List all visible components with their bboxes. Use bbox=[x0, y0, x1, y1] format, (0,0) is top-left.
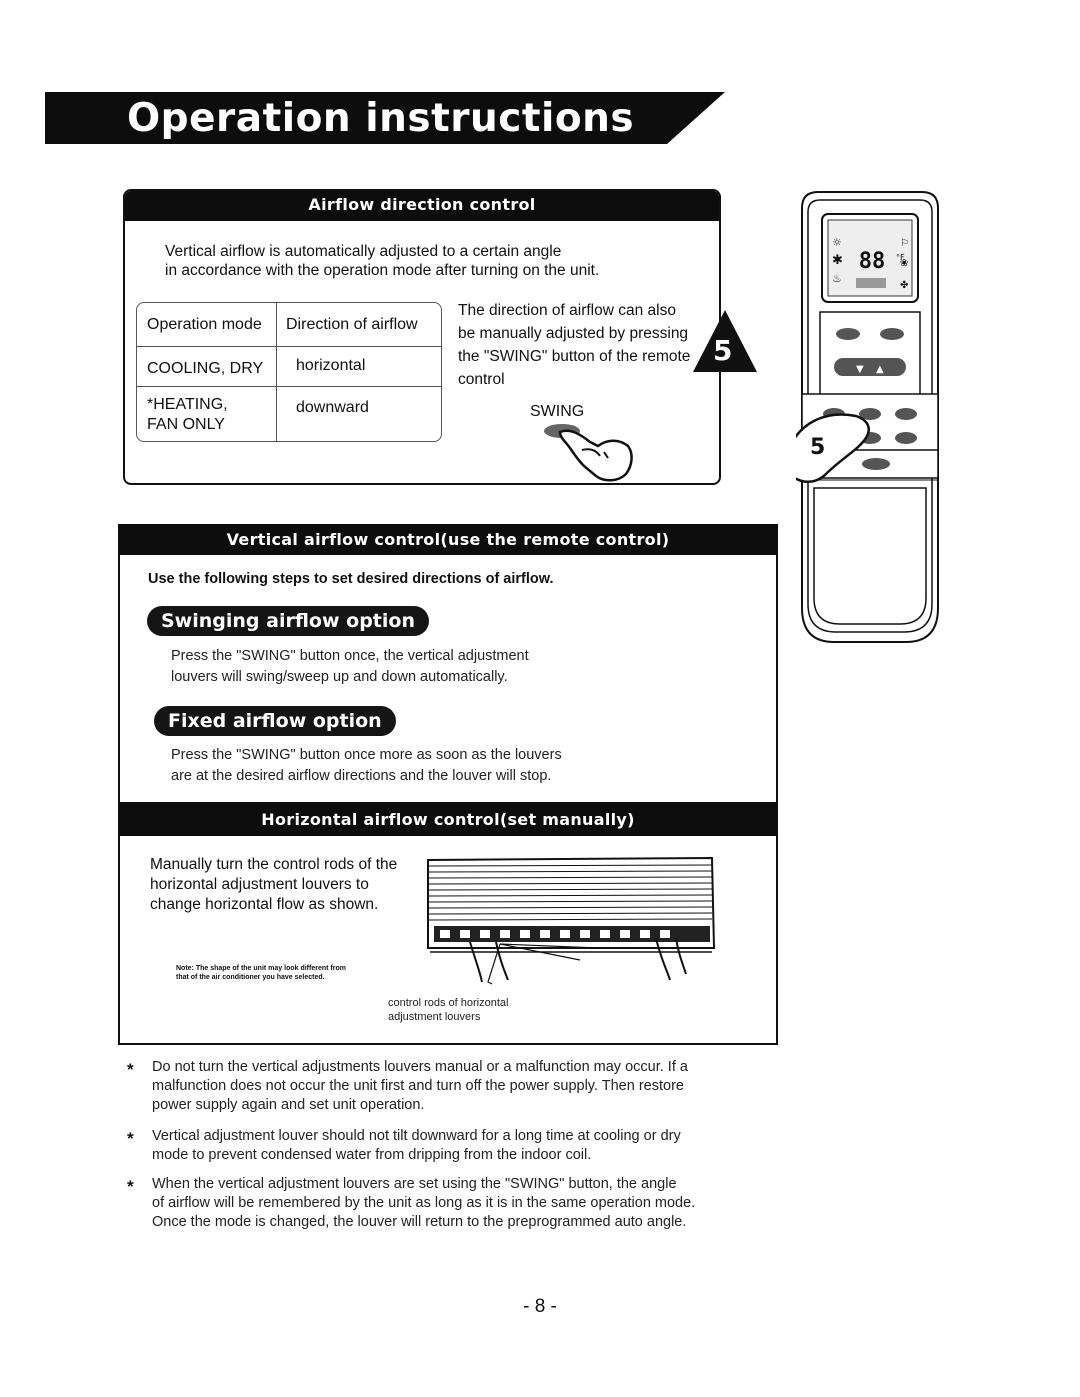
table-cell-direction: horizontal bbox=[296, 357, 366, 374]
table-divider bbox=[276, 302, 277, 442]
horizontal-control-header-bar bbox=[118, 802, 778, 836]
table-cell-direction: downward bbox=[296, 399, 369, 416]
step-triangle-icon bbox=[693, 310, 757, 372]
manual-adjust-note: The direction of airflow can also be man… bbox=[458, 302, 691, 388]
svg-text:▼: ▼ bbox=[856, 364, 864, 375]
horizontal-control-text: Manually turn the control rods of the ho… bbox=[150, 856, 398, 913]
page-number: - 8 - bbox=[523, 1296, 557, 1317]
remote-display-digits: 88 bbox=[859, 249, 886, 274]
svg-text:♨: ♨ bbox=[832, 272, 842, 285]
svg-text:☼: ☼ bbox=[832, 236, 842, 249]
svg-text:⚐: ⚐ bbox=[900, 238, 909, 249]
swinging-option-text: Press the "SWING" button once, the verti… bbox=[171, 648, 529, 685]
unit-shape-note: Note: The shape of the unit may look dif… bbox=[176, 965, 346, 981]
svg-text:✱: ✱ bbox=[832, 253, 843, 268]
remote-display-unit: °F bbox=[896, 253, 905, 262]
table-cell-mode: *HEATING, FAN ONLY bbox=[147, 396, 228, 433]
steps-intro: Use the following steps to set desired d… bbox=[148, 571, 554, 587]
footnote-star: * bbox=[127, 1129, 134, 1148]
table-header-mode: Operation mode bbox=[147, 316, 262, 333]
hand-pressing-icon bbox=[544, 424, 633, 482]
table-cell-mode: COOLING, DRY bbox=[147, 360, 264, 377]
airflow-direction-intro: Vertical airflow is automatically adjust… bbox=[165, 243, 600, 279]
footnote-text: Do not turn the vertical adjustments lou… bbox=[152, 1059, 688, 1113]
page-title: Operation instructions bbox=[127, 96, 635, 141]
svg-text:▲: ▲ bbox=[876, 364, 884, 375]
step-number: 5 bbox=[713, 334, 733, 367]
table-divider bbox=[136, 346, 442, 347]
airflow-direction-header: Airflow direction control bbox=[308, 195, 536, 214]
mode-direction-table bbox=[136, 302, 442, 442]
remote-step-number: 5 bbox=[810, 435, 825, 460]
horizontal-control-header: Horizontal airflow control(set manually) bbox=[261, 810, 635, 829]
swing-label: SWING bbox=[530, 403, 585, 420]
control-rods-label: control rods of horizontal adjustment lo… bbox=[388, 997, 509, 1023]
svg-text:✤: ✤ bbox=[900, 280, 908, 291]
indoor-unit-illustration bbox=[427, 856, 716, 985]
footnote-star: * bbox=[127, 1060, 134, 1079]
title-banner bbox=[45, 92, 725, 144]
fixed-option-text: Press the "SWING" button once more as so… bbox=[171, 747, 562, 784]
footnote-star: * bbox=[127, 1177, 134, 1196]
table-divider bbox=[136, 386, 442, 387]
remote-control-illustration: 88 °F ☼ ✱ ♨ ⚐ ❀ ✤ ▼ ▲ 5 bbox=[796, 191, 939, 643]
vertical-control-header-bar bbox=[118, 524, 778, 555]
vertical-control-header: Vertical airflow control(use the remote … bbox=[226, 530, 670, 549]
footnote-text: Vertical adjustment louver should not ti… bbox=[152, 1128, 681, 1163]
swinging-option-label: Swinging airflow option bbox=[147, 606, 429, 636]
fixed-option-label: Fixed airflow option bbox=[154, 706, 396, 736]
table-header-direction: Direction of airflow bbox=[286, 316, 418, 333]
svg-text:❀: ❀ bbox=[900, 258, 908, 269]
footnote-text: When the vertical adjustment louvers are… bbox=[152, 1176, 696, 1230]
airflow-direction-header-bar bbox=[125, 191, 719, 221]
